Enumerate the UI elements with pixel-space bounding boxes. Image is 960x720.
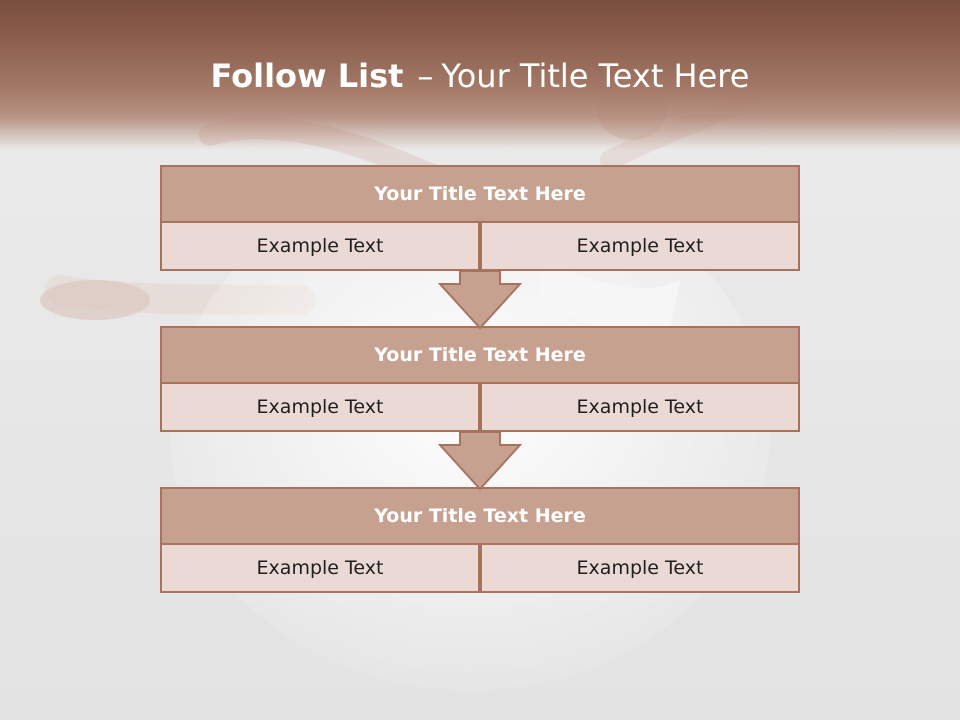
list-box-1: Your Title Text Here Example Text Exampl… — [160, 165, 800, 271]
title-separator: – — [417, 57, 434, 95]
box-cell-left: Example Text — [160, 382, 480, 432]
box-cell-right: Example Text — [480, 543, 800, 593]
down-arrow-icon — [438, 431, 522, 491]
box-title: Your Title Text Here — [160, 487, 800, 545]
list-box-3: Your Title Text Here Example Text Exampl… — [160, 487, 800, 593]
slide-title: Follow List–Your Title Text Here — [0, 56, 960, 96]
header-band — [0, 0, 960, 150]
title-main: Follow List — [210, 57, 404, 95]
down-arrow-icon — [438, 270, 522, 330]
box-title: Your Title Text Here — [160, 165, 800, 223]
box-cell-right: Example Text — [480, 382, 800, 432]
box-cell-left: Example Text — [160, 543, 480, 593]
box-cell-left: Example Text — [160, 221, 480, 271]
title-subtitle: Your Title Text Here — [441, 57, 750, 95]
list-box-2: Your Title Text Here Example Text Exampl… — [160, 326, 800, 432]
box-title: Your Title Text Here — [160, 326, 800, 384]
box-cell-right: Example Text — [480, 221, 800, 271]
